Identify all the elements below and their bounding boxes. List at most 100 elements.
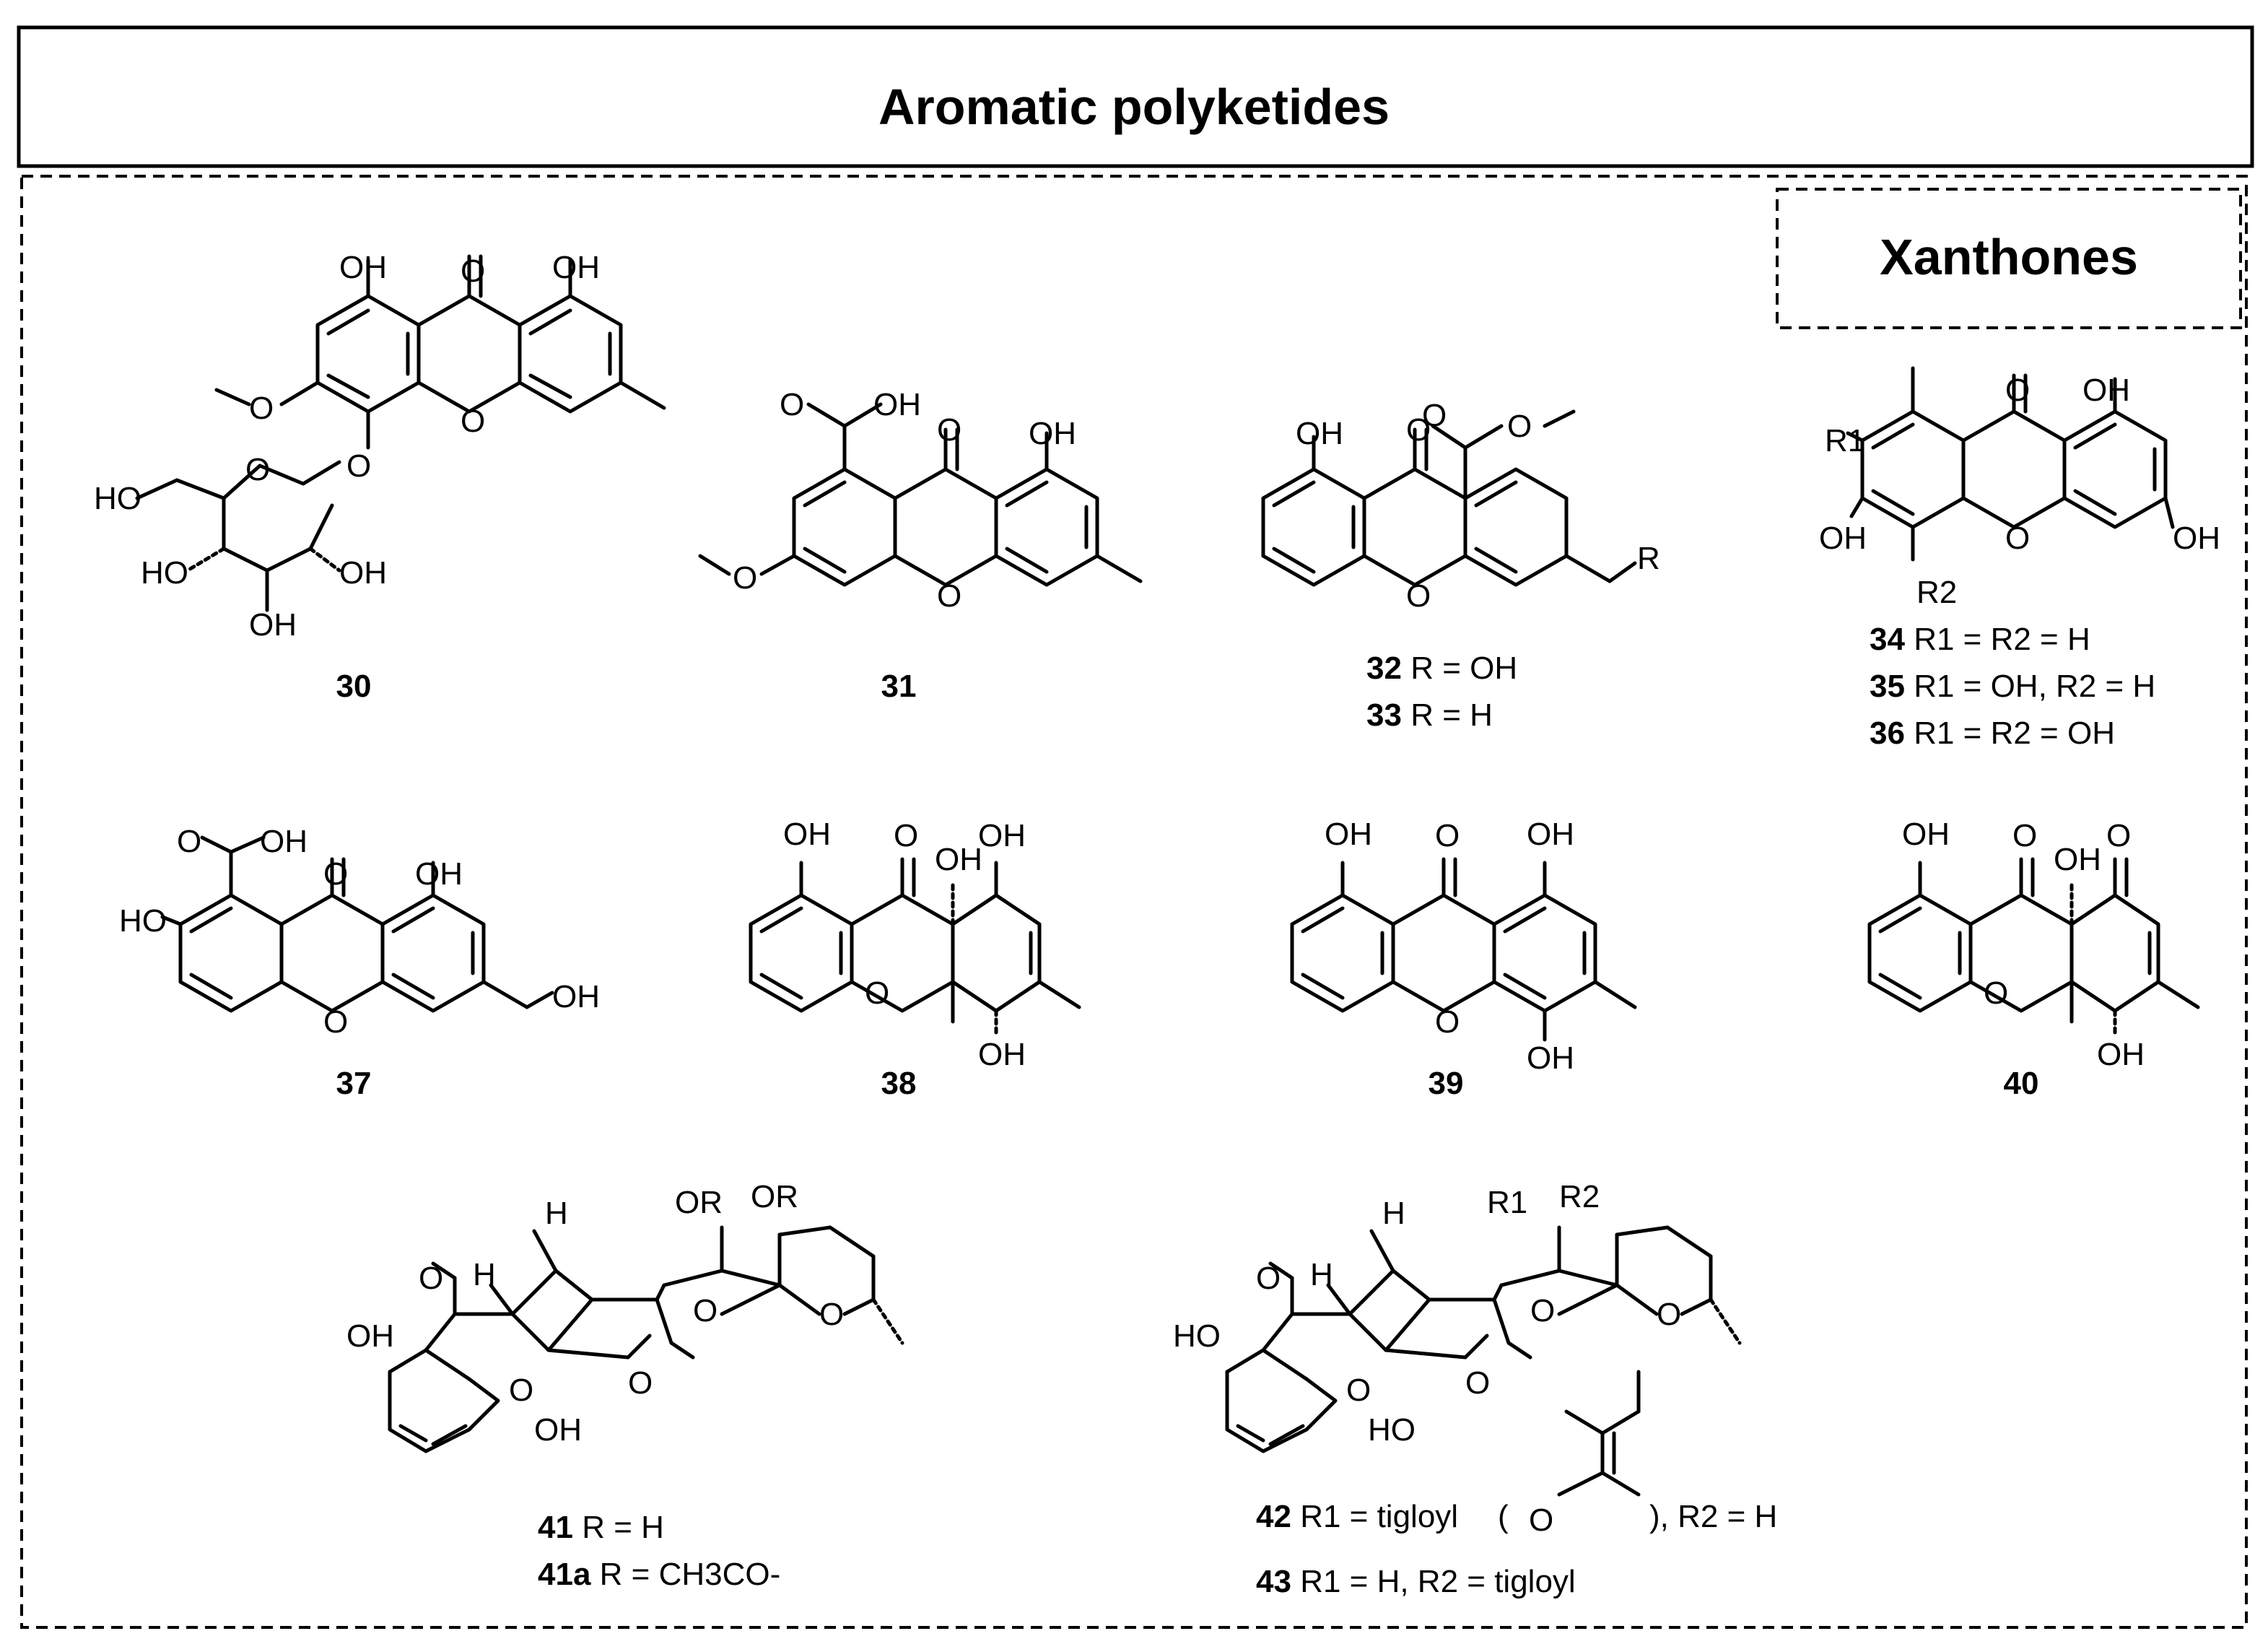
compound-40-structure: OH O OH O O OH	[1867, 817, 2200, 1072]
atom-label: O	[323, 1004, 348, 1040]
atom-label: OH	[534, 1412, 582, 1448]
atom-label: O	[693, 1293, 718, 1328]
compound-label: 35 R1 = OH, R2 = H	[1870, 669, 2155, 704]
atom-label: R2	[1559, 1179, 1600, 1214]
compound-number: 31	[881, 669, 917, 704]
atom-label: OH	[249, 607, 297, 643]
atom-label: HO	[141, 555, 188, 591]
atom-label: OH	[783, 817, 831, 852]
atom-label: O	[1406, 412, 1431, 448]
section-box	[1776, 188, 2242, 329]
atom-label: OH	[552, 979, 600, 1014]
atom-label: H	[545, 1196, 568, 1231]
atom-label: O	[865, 975, 889, 1011]
atom-label: OH	[260, 824, 308, 859]
atom-label: O	[937, 412, 961, 448]
compound-number: 38	[881, 1066, 917, 1101]
atom-label: O	[461, 404, 485, 439]
atom-label: O	[1406, 578, 1431, 614]
atom-label: OH	[1527, 1040, 1574, 1076]
atom-label: O	[819, 1297, 844, 1332]
atom-label: O	[2012, 818, 2037, 853]
atom-label: O	[1346, 1373, 1371, 1408]
atom-label: O	[323, 856, 348, 892]
atom-label: O	[249, 391, 274, 426]
compound-34-36-structure: R1 O OH OH O OH R2	[1819, 366, 2220, 610]
atom-label: O	[1435, 1004, 1460, 1040]
atom-label: OH	[978, 1037, 1026, 1072]
atom-label: OH	[873, 387, 921, 422]
atom-label: O	[2005, 373, 2030, 408]
atom-label: HO	[1173, 1318, 1221, 1354]
compound-37-structure: O OH O OH HO O OH	[119, 824, 600, 1040]
atom-label: O	[2005, 521, 2030, 556]
atom-label: O	[894, 818, 918, 853]
atom-label: R	[1637, 541, 1660, 576]
atom-label: OH	[2054, 842, 2101, 877]
atom-label: OH	[339, 250, 387, 285]
compound-41-structure: O OH H H O O OH O OR OR O	[346, 1179, 904, 1453]
atom-label: O	[1435, 818, 1460, 853]
atom-label: OH	[1902, 817, 1950, 852]
atom-label: OR	[751, 1179, 798, 1214]
compound-42-43-structure: O HO H H O O HO O R1 R2 O O	[1173, 1179, 1742, 1538]
content-box	[20, 175, 2248, 1629]
atom-label: O	[177, 824, 201, 859]
compound-label: 36 R1 = R2 = OH	[1870, 716, 2115, 751]
atom-label: OH	[1527, 817, 1574, 852]
atom-label: R1	[1487, 1185, 1527, 1220]
compound-number: 40	[2004, 1066, 2039, 1101]
compound-32-33-structure: OH O O O O R	[1261, 398, 1660, 614]
compound-label: ), R2 = H	[1649, 1499, 1777, 1534]
atom-label: O	[1530, 1293, 1555, 1328]
atom-label: O	[509, 1373, 533, 1408]
atom-label: OH	[2082, 373, 2130, 408]
figure-title: Aromatic polyketides	[878, 79, 1390, 135]
compound-label: 34 R1 = R2 = H	[1870, 622, 2090, 657]
atom-label: O	[1657, 1297, 1681, 1332]
compound-label: 32 R = OH	[1366, 651, 1517, 686]
compound-30-structure: OH O OH O O O O HO HO OH OH	[94, 250, 666, 643]
atom-label: OH	[2173, 521, 2220, 556]
paren-open: (	[1498, 1499, 1509, 1534]
compound-number: 37	[336, 1066, 372, 1101]
compound-label: 43 R1 = H, R2 = tigloyl	[1256, 1564, 1576, 1599]
atom-label: O	[1465, 1365, 1490, 1401]
atom-label: OH	[552, 250, 600, 285]
atom-label: HO	[94, 481, 141, 516]
atom-label: OH	[2097, 1037, 2145, 1072]
compound-label: 42 R1 = tigloyl	[1256, 1499, 1458, 1534]
atom-label: O	[245, 452, 270, 487]
atom-label: H	[473, 1257, 496, 1292]
atom-label: OH	[1029, 416, 1076, 451]
atom-label: OH	[346, 1318, 394, 1354]
atom-label: OH	[1325, 817, 1372, 852]
atom-label: OH	[978, 818, 1026, 853]
atom-label: O	[1529, 1502, 1553, 1538]
atom-label: O	[1984, 975, 2008, 1011]
atom-label: H	[1310, 1257, 1333, 1292]
atom-label: OH	[339, 555, 387, 591]
atom-label: O	[628, 1365, 653, 1401]
atom-label: OH	[1296, 416, 1343, 451]
atom-label: O	[419, 1261, 443, 1296]
atom-label: OH	[415, 856, 463, 892]
atom-label: R2	[1916, 575, 1957, 610]
atom-label: O	[1507, 409, 1532, 444]
compound-label: 33 R = H	[1366, 697, 1493, 733]
atom-label: O	[461, 253, 485, 289]
atom-label: HO	[1368, 1412, 1416, 1448]
section-title: Xanthones	[1880, 229, 2138, 285]
compound-38-structure: OH O OH OH O OH	[749, 817, 1081, 1072]
atom-label: H	[1382, 1196, 1405, 1231]
atom-label: O	[2106, 818, 2131, 853]
atom-label: OH	[1819, 521, 1867, 556]
atom-label: O	[1256, 1261, 1281, 1296]
compound-number: 39	[1429, 1066, 1464, 1101]
title-box	[17, 25, 2254, 168]
compound-label: 41 R = H	[538, 1510, 664, 1545]
atom-label: O	[780, 387, 804, 422]
atom-label: O	[346, 448, 371, 484]
atom-label: O	[1422, 398, 1447, 433]
